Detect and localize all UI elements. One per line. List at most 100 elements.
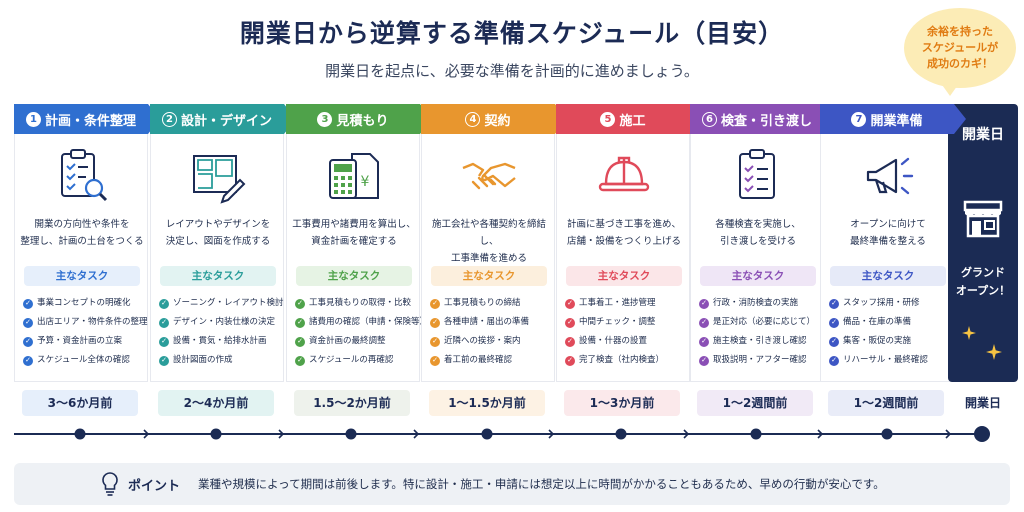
step-number: 5 (600, 111, 616, 127)
task-label: 主なタスク (566, 266, 682, 286)
step-desc-line1: 開業の方向性や条件を (34, 219, 130, 230)
step-desc-line2: 引き渡しを受ける (719, 236, 796, 247)
step-card: 計画に基づき工事を進め、 店舗・設備をつくり上げる 主なタスク ✓工事着工・進捗… (556, 134, 690, 382)
task-item: ✓着工前の最終確認 (430, 351, 554, 370)
step-card: ¥ 工事費用や諸費用を算出し、 資金計画を確定する 主なタスク ✓工事見積もりの… (286, 134, 428, 382)
step-desc-line1: 工事費用や諸費用を算出し、 (292, 219, 416, 230)
task-item: ✓工事見積もりの取得・比較 (295, 294, 419, 313)
task-text: 完了検査（社内検査） (579, 355, 665, 365)
task-label: 主なタスク (160, 266, 276, 286)
task-item: ✓設計図面の作成 (159, 351, 283, 370)
step-desc-line1: オープンに向けて (850, 219, 926, 230)
step-title: 契約 (484, 113, 511, 129)
check-icon: ✓ (829, 317, 839, 328)
step-duration: 1.5〜2か月前 (294, 390, 410, 416)
task-item: ✓ 是正対応（必要に応じて） (699, 313, 823, 332)
task-text: 各種申請・届出の準備 (444, 317, 530, 327)
task-item: ✓リハーサル・最終確認 (829, 351, 953, 370)
task-item: ✓資金計画の最終調整 (295, 332, 419, 351)
task-item: ✓ 各種申請・届出の準備 (430, 313, 554, 332)
step-desc-line2: 店舗・設備をつくり上げる (566, 236, 681, 247)
check-icon: ✓ (699, 355, 709, 366)
step-duration: 1〜3か月前 (564, 390, 680, 416)
check-icon: ✓ (23, 355, 33, 366)
task-text: 行政・消防検査の実施 (713, 298, 799, 308)
check-icon: ✓ (699, 317, 709, 328)
point-box: ポイント 業種や規模によって期間は前後します。特に設計・施工・申請には想定以上に… (14, 463, 1010, 505)
step-desc-line2: 決定し、図面を作成する (165, 236, 271, 247)
check-icon: ✓ (565, 336, 575, 347)
timeline-dot (750, 428, 762, 440)
task-text: リハーサル・最終確認 (843, 355, 928, 365)
check-icon: ✓ (430, 317, 440, 328)
task-list: ✓工事見積もりの取得・比較✓諸費用の確認（申請・保険等）✓資金計画の最終調整✓ス… (295, 294, 428, 370)
opening-subtitle: グランド オープン！ (948, 264, 1018, 300)
svg-text:¥: ¥ (361, 174, 370, 190)
task-item: ✓ 設備・什器の設置 (565, 332, 689, 351)
task-label: 主なタスク (296, 266, 412, 286)
timeline-dot (881, 428, 893, 440)
task-list: ✓工事見積もりの締結✓各種申請・届出の準備✓近隣への挨拶・案内✓着工前の最終確認 (430, 294, 554, 370)
step-desc-line2: 整理し、計画の土台をつくる (20, 236, 144, 247)
check-icon: ✓ (23, 336, 33, 347)
step-duration: 1〜2週間前 (697, 390, 813, 416)
task-text: 近隣への挨拶・案内 (444, 336, 521, 346)
task-text: 着工前の最終確認 (444, 355, 513, 365)
bubble-line3: 成功のカギ！ (927, 57, 993, 70)
step-desc-line1: 施工会社や各種契約を締結し、 (431, 219, 546, 247)
step-card: オープンに向けて 最終準備を整える 主なタスク ✓スタッフ採用・研修✓備品・在庫… (820, 134, 954, 382)
check-icon: ✓ (295, 355, 305, 366)
opening-duration: 開業日 (964, 396, 1001, 410)
task-item: ✓ 近隣への挨拶・案内 (430, 332, 554, 351)
task-label: 主なタスク (24, 266, 140, 286)
check-icon: ✓ (159, 336, 169, 347)
check-icon: ✓ (159, 317, 169, 328)
task-text: 備品・在庫の準備 (843, 317, 912, 327)
timeline-arrow (683, 429, 690, 439)
check-icon: ✓ (430, 336, 440, 347)
handshake-icon (459, 146, 519, 206)
step-card: レイアウトやデザインを 決定し、図面を作成する 主なタスク ✓ゾーニング・レイア… (150, 134, 284, 382)
task-text: 施主検査・引き渡し確認 (713, 336, 807, 346)
task-list: ✓事業コンセプトの明確化✓出店エリア・物件条件の整理✓予算・資金計画の立案✓スケ… (23, 294, 148, 370)
check-icon: ✓ (829, 336, 839, 347)
check-icon: ✓ (23, 317, 33, 328)
task-list: ✓ゾーニング・レイアウト検討✓デザイン・内装仕様の決定✓設備・貫気・給排水計画✓… (159, 294, 284, 370)
task-text: デザイン・内装仕様の決定 (173, 317, 276, 327)
task-text: 諸費用の確認（申請・保険等） (309, 317, 429, 327)
step-card: 施工会社や各種契約を締結し、 工事準備を進める 主なタスク ✓工事見積もりの締結… (421, 134, 555, 382)
task-text: 是正対応（必要に応じて） (713, 317, 816, 327)
step-title: 施工 (619, 113, 646, 129)
task-text: スケジュール全体の確認 (37, 355, 130, 365)
task-item: ✓取扱説明・アフター確認 (699, 351, 823, 370)
page-subtitle: 開業日を起点に、必要な準備を計画的に進めましょう。 (325, 62, 699, 80)
sparkle-icon (962, 326, 976, 340)
check-icon: ✓ (565, 298, 575, 309)
task-text: 集客・販促の実施 (843, 336, 912, 346)
task-item: ✓ 工事着工・進捗管理 (565, 294, 689, 313)
timeline-arrow (945, 429, 952, 439)
check-icon: ✓ (430, 298, 440, 309)
task-text: 資金計画の最終調整 (309, 336, 386, 346)
timeline-dot (615, 428, 627, 440)
blueprint-pencil-icon (188, 146, 248, 206)
task-text: 工事着工・進捗管理 (579, 298, 656, 308)
task-item: ✓諸費用の確認（申請・保険等） (295, 313, 428, 332)
task-item: ✓事業コンセプトの明確化 (23, 294, 147, 313)
task-item: ✓完了検査（社内検査） (565, 351, 689, 370)
check-icon: ✓ (565, 317, 575, 328)
step-desc-line2: 資金計画を確定する (311, 236, 397, 247)
task-text: 設備・什器の設置 (579, 336, 648, 346)
task-item: ✓施主検査・引き渡し確認 (699, 332, 823, 351)
opening-sub-line2: オープン！ (955, 284, 1011, 297)
step-description: オープンに向けて 最終準備を整える (825, 216, 951, 250)
task-item: ✓中間チェック・調整 (565, 313, 689, 332)
step-number: 2 (161, 111, 177, 127)
step-duration: 1〜2週間前 (828, 390, 944, 416)
timeline-dot (481, 428, 493, 440)
task-item: ✓予算・資金計画の立案 (23, 332, 147, 351)
